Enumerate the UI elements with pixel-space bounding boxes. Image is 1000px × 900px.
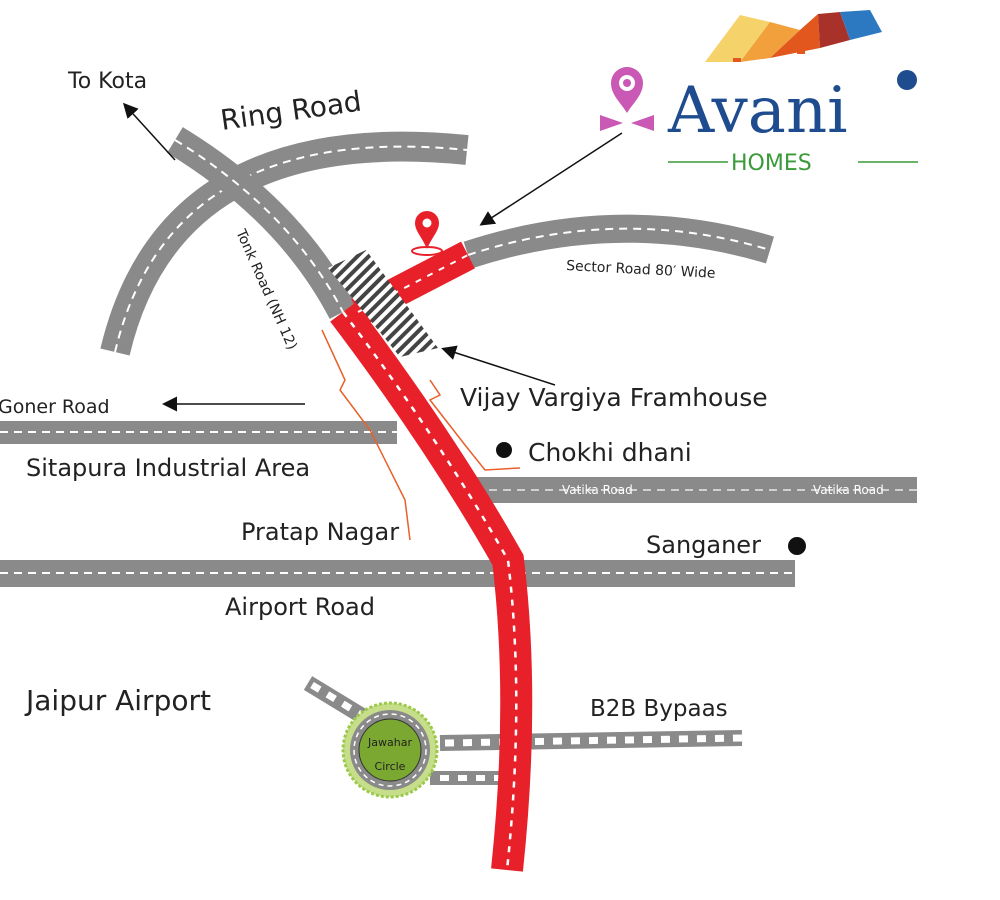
sector-road-label: Sector Road 80′ Wide (566, 258, 716, 282)
jaipur-airport-label: Jaipur Airport (24, 684, 211, 717)
goner-road (0, 421, 397, 444)
logo-arrow (479, 132, 623, 226)
vijay-vargiya-farmhouse-area (328, 250, 438, 357)
goner-road-label: Goner Road (0, 396, 110, 418)
vatika-road-label: Vatika Road (813, 483, 884, 497)
avani-homes-logo: Avani HOMES (600, 10, 918, 176)
jawahar-circle-label: Jawahar (367, 736, 412, 749)
chokhi-dhani-label: Chokhi dhani (528, 438, 692, 467)
airport-road-label: Airport Road (225, 593, 375, 621)
vatika-road (475, 477, 917, 503)
tonk-road (167, 127, 357, 319)
jawahar-circle-label: Circle (375, 760, 406, 773)
farmhouse-arrow (441, 345, 556, 386)
sanganer-label: Sanganer (646, 531, 761, 559)
sanganer-marker (788, 537, 806, 555)
jawahar-circle: Jawahar Circle (341, 701, 439, 799)
ring-road-label: Ring Road (218, 85, 363, 137)
chokhi-dhani-marker (496, 442, 512, 458)
airport-road (0, 560, 795, 587)
logo-brand: Avani (667, 74, 848, 148)
pratap-nagar-label: Pratap Nagar (241, 518, 399, 546)
location-pin-icon (411, 211, 443, 256)
tonk-road-highlight (330, 302, 533, 872)
vijay-vargiya-label: Vijay Vargiya Framhouse (460, 383, 768, 412)
to-kota-label: To Kota (67, 69, 147, 94)
logo-roof-graphic (705, 10, 882, 62)
vatika-road-label: Vatika Road (562, 483, 633, 497)
sitapura-label: Sitapura Industrial Area (26, 454, 310, 482)
to-kota-arrow (122, 102, 176, 161)
logo-sub: HOMES (731, 151, 812, 176)
location-pin-icon (600, 67, 654, 131)
service-lanes (321, 329, 521, 541)
b2b-bypass-label: B2B Bypaas (590, 696, 728, 722)
